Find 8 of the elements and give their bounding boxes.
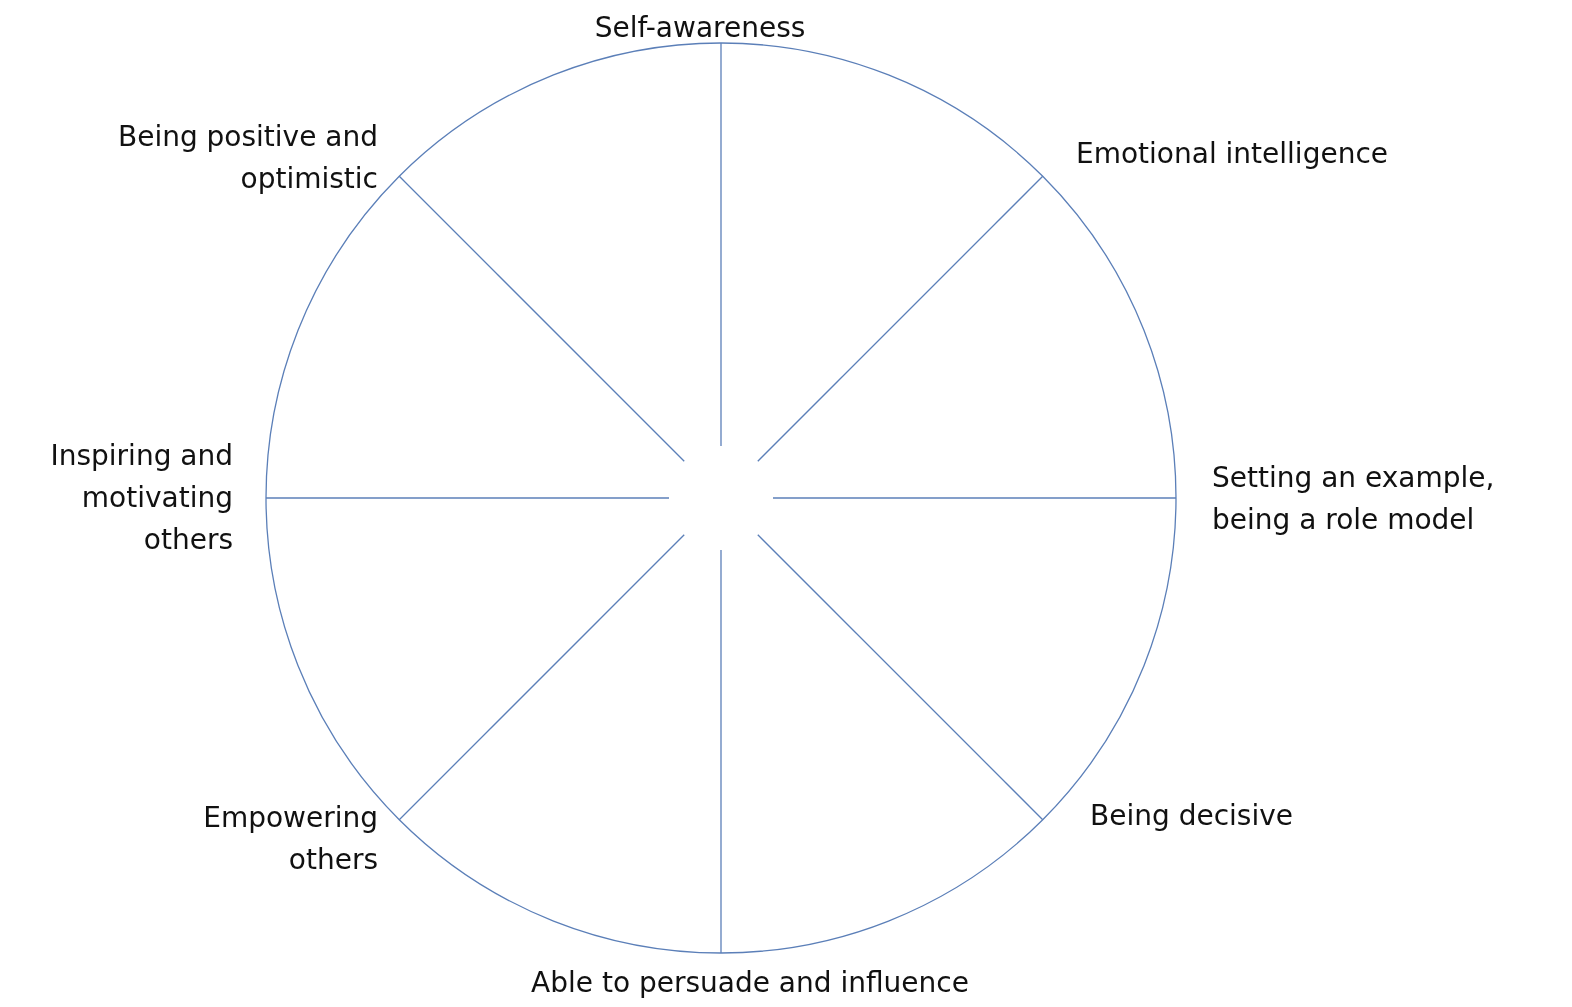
segment-label: Inspiring and motivating others [49, 438, 233, 558]
segment-label: Able to persuade and influence [530, 965, 970, 1001]
segment-label: Being positive and optimistic [116, 119, 378, 197]
segment-label: Empowering others [202, 800, 378, 878]
segment-label: Setting an example, being a role model [1212, 460, 1496, 538]
segment-label: Emotional intelligence [1076, 136, 1389, 172]
segment-label: Self-awareness [593, 10, 807, 46]
segment-label: Being decisive [1090, 798, 1294, 834]
